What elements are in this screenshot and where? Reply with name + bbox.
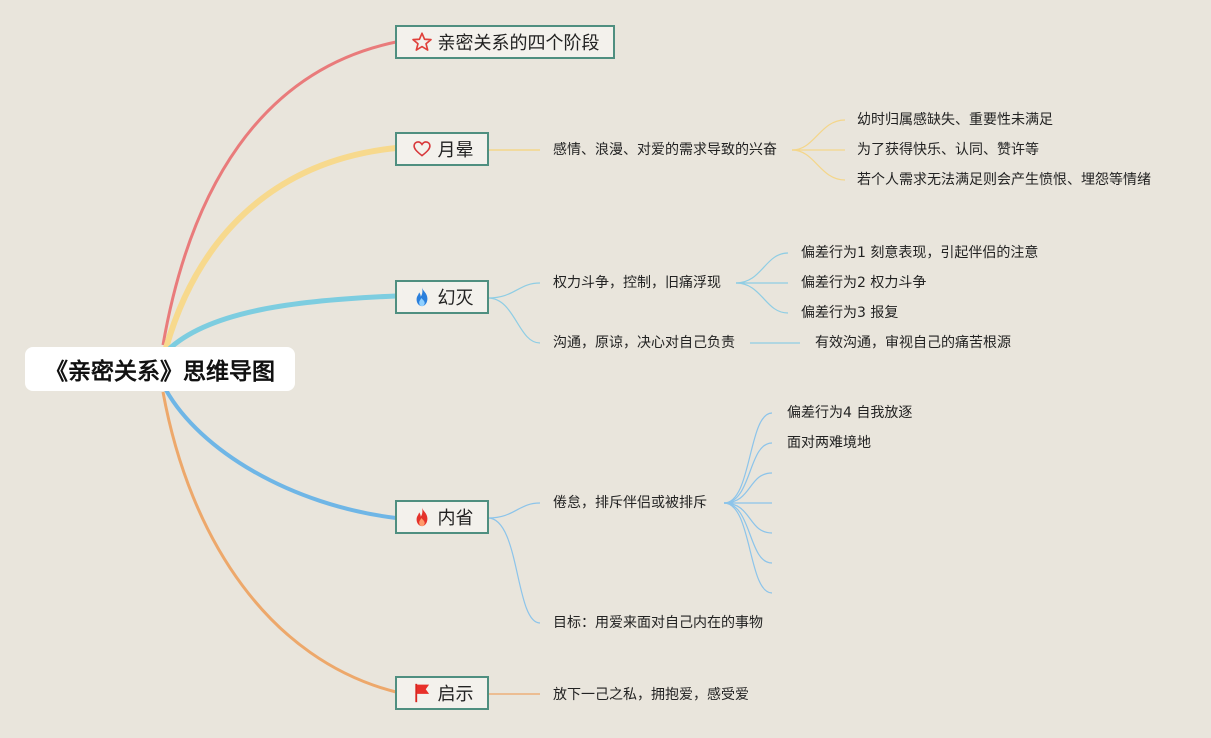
branch-line-introspection	[164, 389, 397, 520]
node-revelation-label: 启示	[437, 684, 474, 705]
node-introspection[interactable]: 内省	[395, 500, 489, 534]
red-flag-icon	[411, 682, 433, 704]
node-disillusion-label: 幻灭	[437, 288, 474, 309]
dis-sub-2[interactable]: 偏差行为2 权力斗争	[801, 275, 927, 291]
intro-child-1[interactable]: 倦怠，排斥伴侣或被排斥	[553, 495, 707, 511]
branch-line-stages	[161, 40, 397, 346]
dis-sub-1[interactable]: 偏差行为1 刻意表现，引起伴侣的注意	[801, 245, 1039, 261]
line-intro-sub3	[723, 472, 773, 504]
intro-child-2[interactable]: 目标：用爱来面对自己内在的事物	[553, 615, 763, 631]
root-node[interactable]: 《亲密关系》思维导图	[25, 347, 295, 391]
node-halo-label: 月晕	[437, 140, 474, 161]
star-outline-icon	[411, 31, 433, 53]
node-halo[interactable]: 月晕	[395, 132, 489, 166]
line-intro-sub2	[723, 442, 773, 504]
line-dis-sub3	[735, 282, 789, 314]
halo-sub-3[interactable]: 若个人需求无法满足则会产生愤恨、埋怨等情绪	[857, 172, 1151, 188]
dis-child-2[interactable]: 沟通，原谅，决心对自己负责	[553, 335, 735, 351]
intro-sub-1[interactable]: 偏差行为4 自我放逐	[787, 405, 913, 421]
halo-sub-1[interactable]: 幼时归属感缺失、重要性未满足	[857, 112, 1053, 128]
branch-line-disillusion	[166, 293, 397, 352]
dis-sub-3[interactable]: 偏差行为3 报复	[801, 305, 899, 321]
line-dis-sub1	[735, 252, 789, 284]
line-halo-sub3	[791, 149, 846, 181]
blue-flame-icon	[411, 286, 433, 308]
line-intro-child2	[487, 517, 541, 624]
halo-sub-2[interactable]: 为了获得快乐、认同、赞许等	[857, 142, 1039, 158]
line-intro-sub5	[723, 502, 773, 534]
node-stages[interactable]: 亲密关系的四个阶段	[395, 25, 615, 59]
line-dis-child1	[487, 282, 541, 299]
root-label: 《亲密关系》思维导图	[45, 359, 275, 385]
dis-child-1[interactable]: 权力斗争，控制，旧痛浮现	[553, 275, 721, 291]
branch-line-revelation	[161, 391, 397, 694]
line-halo-sub1	[791, 119, 846, 151]
line-intro-sub1	[723, 412, 773, 504]
node-disillusion[interactable]: 幻灭	[395, 280, 489, 314]
intro-sub-2[interactable]: 面对两难境地	[787, 435, 871, 451]
line-intro-sub6	[723, 502, 773, 564]
line-intro-child1	[487, 502, 541, 519]
node-introspection-label: 内省	[437, 508, 474, 529]
dis-sub-4[interactable]: 有效沟通，审视自己的痛苦根源	[815, 335, 1011, 351]
node-stages-label: 亲密关系的四个阶段	[437, 33, 600, 54]
line-intro-sub7	[723, 502, 773, 594]
node-revelation[interactable]: 启示	[395, 676, 489, 710]
line-dis-child2	[487, 297, 541, 344]
halo-child[interactable]: 感情、浪漫、对爱的需求导致的兴奋	[553, 142, 777, 158]
branch-line-halo	[163, 145, 397, 349]
red-flame-icon	[411, 506, 433, 528]
rev-child[interactable]: 放下一己之私，拥抱爱，感受爱	[553, 687, 749, 703]
heart-outline-icon	[411, 138, 433, 160]
